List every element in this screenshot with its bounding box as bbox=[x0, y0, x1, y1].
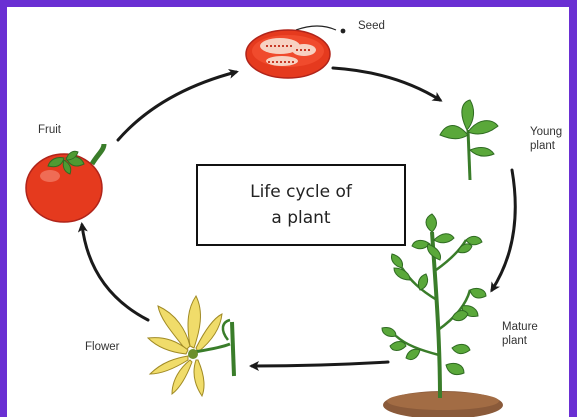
mature-plant-label-line2: plant bbox=[502, 334, 552, 348]
mature-plant-label-line1: Mature bbox=[502, 320, 552, 334]
flower-icon bbox=[148, 296, 234, 396]
center-title-box: Life cycle of a plant bbox=[196, 164, 406, 246]
arrow-seed-to-young bbox=[333, 68, 440, 100]
arrow-flower-to-fruit bbox=[82, 225, 148, 320]
tomato-fruit-icon bbox=[26, 144, 104, 222]
fruit-label: Fruit bbox=[38, 123, 61, 137]
flower-label: Flower bbox=[85, 340, 120, 354]
young-plant-label-line1: Young bbox=[530, 125, 572, 139]
young-plant-label-line2: plant bbox=[530, 139, 572, 153]
arrow-young-to-mature bbox=[492, 170, 515, 290]
seedling-icon bbox=[440, 100, 498, 180]
center-title-line2: a plant bbox=[271, 205, 330, 231]
seed-dot-icon bbox=[341, 29, 346, 34]
seed-label: Seed bbox=[358, 19, 385, 33]
arrow-fruit-to-seed bbox=[118, 72, 236, 140]
tomato-slice-icon bbox=[246, 30, 330, 78]
center-title-line1: Life cycle of bbox=[250, 179, 352, 205]
seed-pointer-line bbox=[296, 26, 336, 30]
mature-plant-label: Mature plant bbox=[502, 320, 552, 348]
arrow-mature-to-flower bbox=[252, 362, 388, 366]
young-plant-label: Young plant bbox=[530, 125, 572, 153]
